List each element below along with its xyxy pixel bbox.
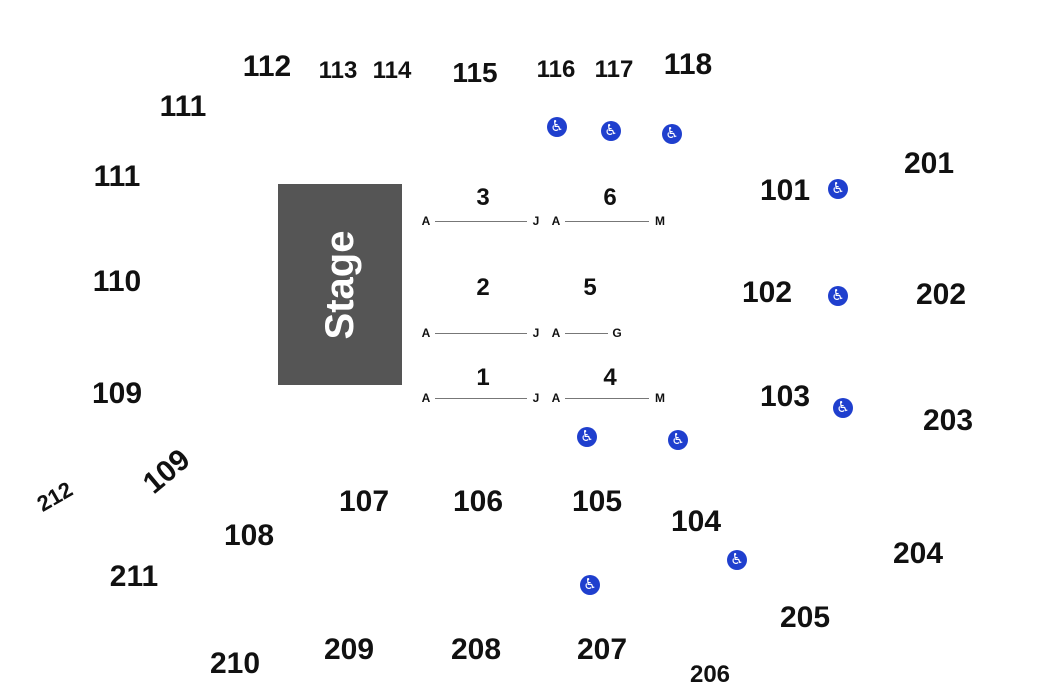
floor-section-2[interactable]: 2 (476, 274, 490, 301)
row-start-label: A (551, 214, 561, 228)
row-range-line (565, 333, 608, 334)
section-212[interactable]: 212 (32, 476, 77, 517)
section-205[interactable]: 205 (779, 601, 831, 634)
floor-section-5[interactable]: 5 (583, 274, 597, 301)
section-116[interactable]: 116 (536, 56, 576, 83)
wheelchair-icon: ♿ (662, 124, 682, 144)
section-209[interactable]: 209 (323, 633, 375, 666)
row-end-label: J (532, 391, 540, 405)
section-118[interactable]: 118 (663, 48, 713, 81)
section-111-upper[interactable]: 111 (159, 90, 207, 123)
section-114[interactable]: 114 (372, 57, 412, 84)
section-115[interactable]: 115 (452, 57, 498, 88)
section-110[interactable]: 110 (92, 265, 142, 298)
section-109-angled[interactable]: 109 (136, 442, 197, 501)
wheelchair-icon: ♿ (727, 550, 747, 570)
stage: Stage (278, 184, 402, 385)
section-204[interactable]: 204 (892, 537, 944, 570)
section-117[interactable]: 117 (594, 56, 634, 83)
section-102[interactable]: 102 (741, 276, 793, 309)
section-108[interactable]: 108 (223, 519, 275, 552)
section-207[interactable]: 207 (576, 633, 628, 666)
floor-section-6[interactable]: 6 (603, 184, 617, 211)
row-start-label: A (421, 326, 431, 340)
section-106[interactable]: 106 (452, 485, 504, 518)
section-101[interactable]: 101 (759, 174, 811, 207)
section-111-lower[interactable]: 111 (93, 160, 141, 193)
section-203[interactable]: 203 (922, 404, 974, 437)
row-end-label: J (532, 214, 540, 228)
section-206[interactable]: 206 (689, 661, 731, 688)
row-start-label: A (421, 214, 431, 228)
section-104[interactable]: 104 (670, 505, 722, 538)
row-end-label: M (655, 214, 665, 228)
row-range-line (565, 221, 649, 222)
wheelchair-icon: ♿ (577, 427, 597, 447)
section-107[interactable]: 107 (338, 485, 390, 518)
wheelchair-icon: ♿ (833, 398, 853, 418)
wheelchair-icon: ♿ (580, 575, 600, 595)
row-end-label: M (655, 391, 665, 405)
section-105[interactable]: 105 (571, 485, 623, 518)
wheelchair-icon: ♿ (547, 117, 567, 137)
floor-section-1[interactable]: 1 (476, 364, 490, 391)
section-113[interactable]: 113 (318, 57, 358, 84)
floor-section-4[interactable]: 4 (603, 364, 617, 391)
row-range-line (435, 333, 527, 334)
row-range-line (435, 221, 527, 222)
section-202[interactable]: 202 (915, 278, 967, 311)
row-end-label: J (532, 326, 540, 340)
section-103[interactable]: 103 (759, 380, 811, 413)
section-211[interactable]: 211 (109, 560, 159, 593)
wheelchair-icon: ♿ (668, 430, 688, 450)
section-112[interactable]: 112 (242, 50, 292, 83)
row-start-label: A (551, 326, 561, 340)
row-start-label: A (551, 391, 561, 405)
stage-label: Stage (318, 230, 362, 339)
row-start-label: A (421, 391, 431, 405)
section-210[interactable]: 210 (209, 647, 261, 680)
section-109[interactable]: 109 (91, 377, 143, 410)
wheelchair-icon: ♿ (601, 121, 621, 141)
row-end-label: G (612, 326, 622, 340)
floor-section-3[interactable]: 3 (476, 184, 490, 211)
section-201[interactable]: 201 (903, 147, 955, 180)
wheelchair-icon: ♿ (828, 286, 848, 306)
row-range-line (435, 398, 527, 399)
section-208[interactable]: 208 (450, 633, 502, 666)
wheelchair-icon: ♿ (828, 179, 848, 199)
row-range-line (565, 398, 649, 399)
